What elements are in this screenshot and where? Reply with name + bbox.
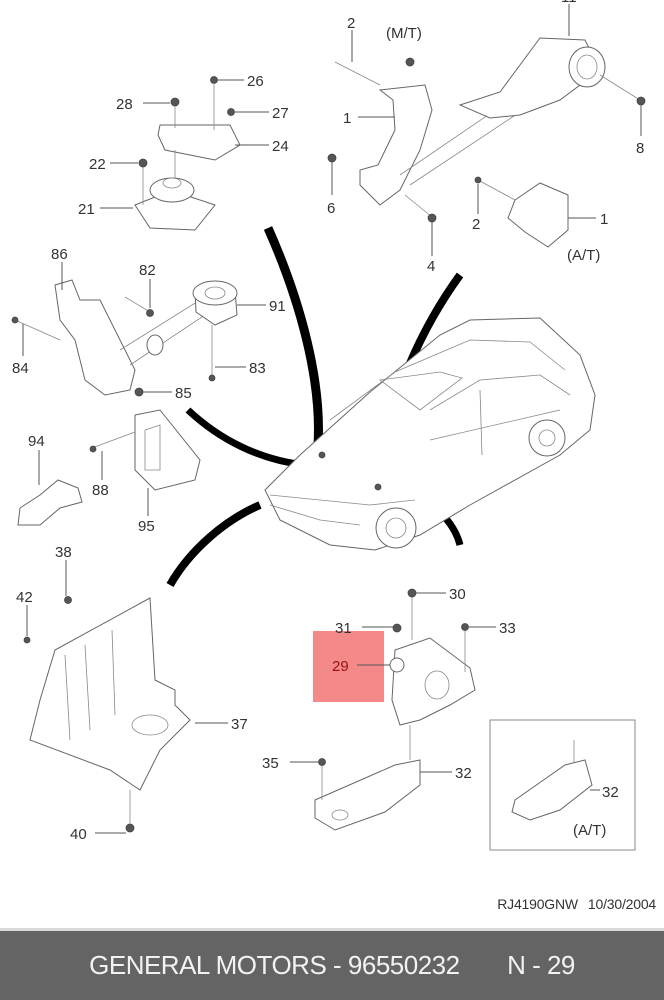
callout-32-mt[interactable]: 32 [455, 765, 472, 782]
footer-banner: GENERAL MOTORS - 96550232 N - 29 [0, 928, 664, 1000]
lower-bracket-group [17, 409, 201, 526]
callout-85[interactable]: 85 [175, 385, 192, 402]
auto-transmission-inset-label: (A/T) [573, 822, 606, 839]
at-inset-frame [489, 719, 636, 851]
footer-brand: GENERAL MOTORS [89, 950, 327, 980]
callout-6[interactable]: 6 [327, 200, 335, 217]
callout-94[interactable]: 94 [28, 433, 45, 450]
callout-40[interactable]: 40 [70, 826, 87, 843]
footer-part-number: 96550232 [347, 950, 460, 980]
callout-24[interactable]: 24 [272, 138, 289, 155]
callout-95[interactable]: 95 [138, 518, 155, 535]
pointer-arc-top-left [263, 226, 323, 446]
callout-2-mt[interactable]: 2 [347, 15, 355, 32]
callout-29-highlighted[interactable]: 29 [332, 658, 349, 675]
rear-mount-group [327, 37, 646, 248]
side-mount-group [11, 279, 238, 397]
pointer-arc-bottom-left [166, 501, 262, 587]
callout-27[interactable]: 27 [272, 105, 289, 122]
highlighted-part-marker[interactable] [313, 631, 384, 702]
callout-8[interactable]: 8 [636, 140, 644, 157]
callout-91[interactable]: 91 [269, 298, 286, 315]
callout-26[interactable]: 26 [247, 73, 264, 90]
document-reference: RJ4190GNW 10/30/2004 [487, 896, 656, 912]
splash-shield-group [23, 596, 191, 833]
callout-21[interactable]: 21 [78, 201, 95, 218]
auto-transmission-label: (A/T) [567, 247, 600, 264]
callout-37[interactable]: 37 [231, 716, 248, 733]
footer-page-ref: N - 29 [507, 950, 575, 980]
car-illustration [264, 317, 596, 551]
callout-35[interactable]: 35 [262, 755, 279, 772]
callout-30[interactable]: 30 [449, 586, 466, 603]
callout-86[interactable]: 86 [51, 246, 68, 263]
callout-11[interactable]: 11 [561, 0, 577, 6]
manual-transmission-label: (M/T) [386, 25, 422, 42]
callout-1-mt[interactable]: 1 [343, 110, 351, 127]
callout-1-at[interactable]: 1 [600, 211, 608, 228]
callout-38[interactable]: 38 [55, 544, 72, 561]
footer-text: GENERAL MOTORS - 96550232 N - 29 [89, 950, 575, 981]
callout-32-at[interactable]: 32 [602, 784, 619, 801]
footer-dash: - [333, 950, 348, 980]
callout-2-at[interactable]: 2 [472, 216, 480, 233]
transmission-mount-group [314, 588, 636, 851]
callout-4[interactable]: 4 [427, 258, 435, 275]
doc-date: 10/30/2004 [587, 896, 656, 912]
callout-42[interactable]: 42 [16, 589, 33, 606]
callout-31[interactable]: 31 [335, 620, 352, 637]
callout-83[interactable]: 83 [249, 360, 266, 377]
callout-82[interactable]: 82 [139, 262, 156, 279]
callout-33[interactable]: 33 [499, 620, 516, 637]
pointer-arc-mid-left [185, 407, 306, 469]
front-mount-group [134, 76, 241, 231]
callout-84[interactable]: 84 [12, 360, 29, 377]
doc-code: RJ4190GNW [497, 896, 578, 912]
callout-88[interactable]: 88 [92, 482, 109, 499]
callout-28[interactable]: 28 [116, 96, 133, 113]
leader-lines [22, 4, 642, 834]
callout-22[interactable]: 22 [89, 156, 106, 173]
parts-diagram: (M/T) (A/T) (A/T) 11 2 1 6 4 8 2 1 26 28… [11, 0, 646, 851]
